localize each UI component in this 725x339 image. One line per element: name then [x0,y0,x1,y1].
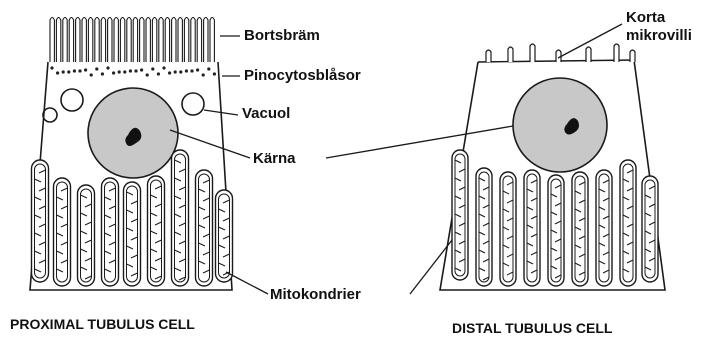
pinocytotic-vesicle [50,66,53,69]
microvillus [50,18,54,63]
short-microvillus [508,47,513,62]
pinocytotic-vesicle [129,69,132,72]
pinocytotic-vesicle [134,69,137,72]
pinocytotic-vesicle [140,68,143,71]
microvillus [76,18,80,63]
microvillus [63,18,67,63]
label-pinocytotic-vesicles: Pinocytosblåsor [244,67,361,84]
label-nucleus: Kärna [253,150,296,167]
microvillus [184,18,188,63]
short-microvillus [586,47,591,62]
microvillus [140,18,144,63]
microvillus [152,18,156,63]
microvillus [69,18,73,63]
pinocytotic-vesicle [168,71,171,74]
microvillus [165,18,169,63]
pinocytotic-vesicles [50,66,216,76]
microvillus [95,18,99,63]
vacuole-right [182,93,204,115]
leader-mitochondria-distal [410,240,452,294]
pinocytotic-vesicle [196,68,199,71]
pinocytotic-vesicle [146,73,149,76]
pinocytotic-vesicle [67,70,70,73]
label-vacuole: Vacuol [242,105,290,122]
microvillus [108,18,112,63]
pinocytotic-vesicle [179,70,182,73]
pinocytotic-vesicle [213,72,216,75]
microvillus [197,18,201,63]
microvillus [178,18,182,63]
pinocytotic-vesicle [78,69,81,72]
pinocytotic-vesicle [190,69,193,72]
microvillus [210,18,214,63]
pinocytotic-vesicle [112,71,115,74]
short-microvillus [630,50,635,62]
microvillus [114,18,118,63]
proximal-tubulus-cell [30,18,233,291]
distal-nucleus [513,78,607,172]
distal-tubulus-cell [440,44,665,290]
pinocytotic-vesicle [73,69,76,72]
pinocytotic-vesicle [90,73,93,76]
microvillus [159,18,163,63]
short-microvillus [614,44,619,62]
vacuole-left-large [61,89,83,111]
microvillus [88,18,92,63]
short-microvillus [556,50,561,62]
short-microvilli [478,44,635,62]
label-mitochondria: Mitokondrier [270,286,361,303]
vacuole-left-small [43,108,57,122]
microvillus [82,18,86,63]
mitochondrion [476,168,492,286]
mitochondrion [642,176,658,282]
microvillus [191,18,195,63]
microvillus [56,18,60,63]
short-microvillus [486,50,491,62]
microvillus [127,18,131,63]
short-microvillus [530,44,535,62]
microvillus [101,18,105,63]
pinocytotic-vesicle [106,66,109,69]
pinocytotic-vesicle [202,73,205,76]
pinocytotic-vesicle [207,67,210,70]
pinocytotic-vesicle [151,67,154,70]
brush-border [50,18,214,63]
microvillus [172,18,176,63]
caption-proximal: PROXIMAL TUBULUS CELL [10,316,195,332]
pinocytotic-vesicle [162,66,165,69]
mitochondrion [548,175,564,286]
pinocytotic-vesicle [123,70,126,73]
mitochondrion [620,160,636,286]
caption-distal: DISTAL TUBULUS CELL [452,320,613,336]
microvillus [204,18,208,63]
pinocytotic-vesicle [118,70,121,73]
label-brush-border: Bortsbräm [244,27,320,44]
pinocytotic-vesicle [101,72,104,75]
pinocytotic-vesicle [84,68,87,71]
pinocytotic-vesicle [95,67,98,70]
pinocytotic-vesicle [62,70,65,73]
label-short-microvilli-2: mikrovilli [626,27,692,44]
label-short-microvilli-1: Korta [626,9,666,26]
pinocytotic-vesicle [56,71,59,74]
pinocytotic-vesicle [174,70,177,73]
mitochondrion [452,150,468,280]
leader-nucleus-distal [326,126,513,158]
microvillus [120,18,124,63]
pinocytotic-vesicle [185,69,188,72]
microvillus [133,18,137,63]
microvillus [146,18,150,63]
pinocytotic-vesicle [157,72,160,75]
